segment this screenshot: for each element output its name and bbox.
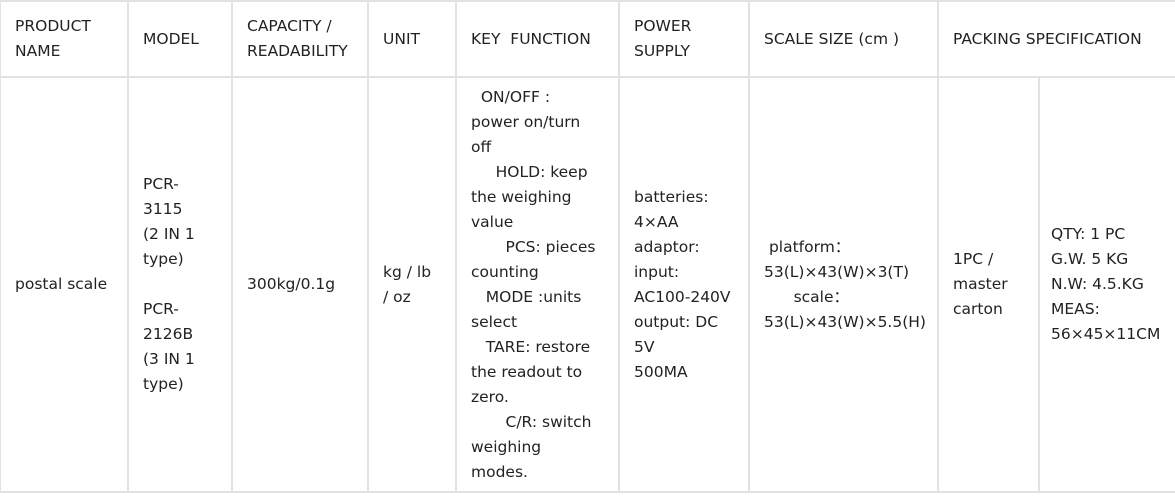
header-unit: UNIT bbox=[367, 0, 457, 78]
header-power-supply: POWER SUPPLY bbox=[618, 0, 750, 78]
header-packing-specification: PACKING SPECIFICATION bbox=[936, 0, 1175, 78]
cell-packing-unit: 1PC / master carton bbox=[937, 76, 1040, 493]
cell-power-supply: batteries: 4×AA adaptor: input: AC100-24… bbox=[618, 76, 750, 493]
cell-capacity: 300kg/0.1g bbox=[231, 76, 369, 493]
cell-product-name: postal scale bbox=[0, 76, 129, 493]
header-capacity: CAPACITY / READABILITY bbox=[231, 0, 369, 78]
table-row: postal scale PCR- 3115 (2 IN 1 type) PCR… bbox=[0, 76, 1175, 493]
cell-model: PCR- 3115 (2 IN 1 type) PCR- 2126B (3 IN… bbox=[127, 76, 233, 493]
header-row: PRODUCT NAME MODEL CAPACITY / READABILIT… bbox=[0, 0, 1175, 78]
header-key-function: KEY FUNCTION bbox=[455, 0, 620, 78]
header-scale-size: SCALE SIZE (cm ) bbox=[748, 0, 939, 78]
cell-unit: kg / lb / oz bbox=[367, 76, 457, 493]
header-product-name: PRODUCT NAME bbox=[0, 0, 129, 78]
header-model: MODEL bbox=[127, 0, 233, 78]
cell-scale-size: platform： 53(L)×43(W)×3(T) scale： 53(L)×… bbox=[748, 76, 939, 493]
cell-packing-detail: QTY: 1 PC G.W. 5 KG N.W: 4.5.KG MEAS: 56… bbox=[1037, 76, 1175, 493]
cell-key-function: ON/OFF : power on/turn off HOLD: keep th… bbox=[455, 76, 620, 493]
